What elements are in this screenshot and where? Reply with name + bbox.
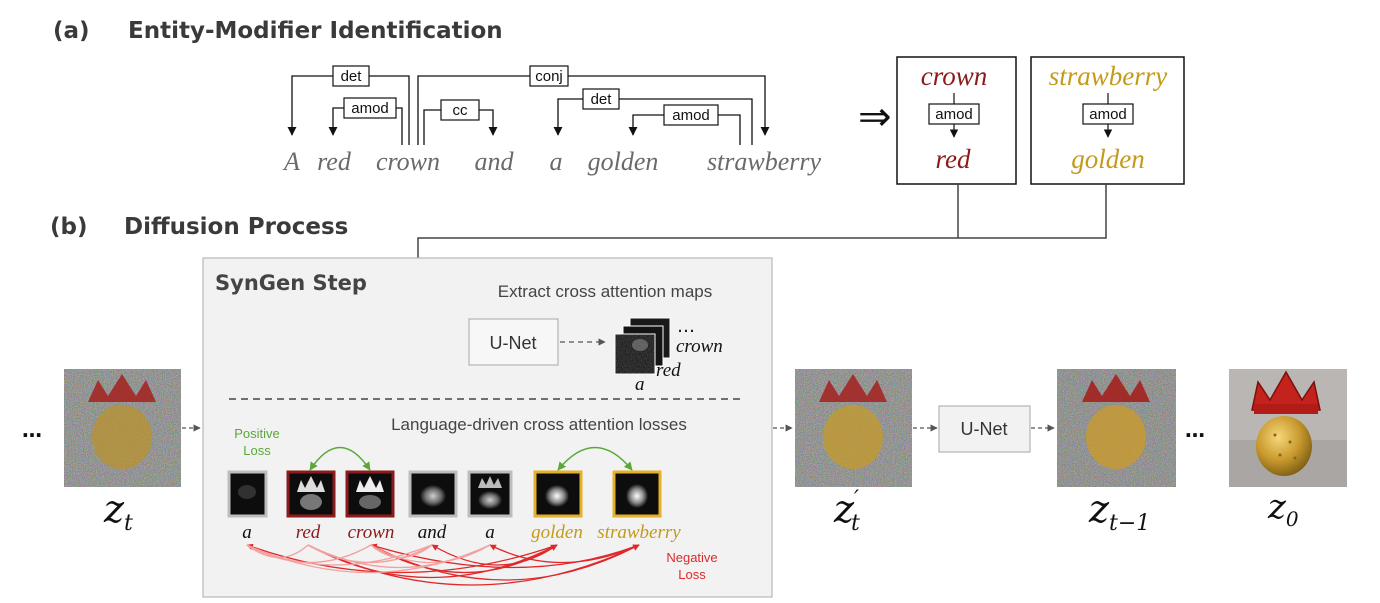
latent-image-zt: [64, 369, 181, 487]
attention-map-strawberry: [612, 470, 662, 518]
token-label: red: [296, 522, 321, 543]
attention-map-a2: [467, 470, 513, 518]
latent-label-zt-minus-1: zt−1: [1088, 487, 1150, 536]
attention-map-stack: [614, 317, 671, 375]
latent-image-zt-minus-1: [1057, 369, 1176, 487]
unet-box-inner: [468, 318, 559, 366]
section-b-label: (b): [50, 214, 88, 240]
latent-image-zt-prime: [795, 369, 912, 487]
section-b-title: Diffusion Process: [124, 214, 348, 240]
pair-box-strawberry: strawberry amod golden: [1030, 56, 1185, 185]
token-label: strawberry: [597, 522, 681, 543]
positive-loss-line2: Loss: [243, 443, 271, 458]
arc-label: det: [341, 68, 363, 85]
implies-arrow: ⇒: [858, 94, 892, 140]
attention-map-and: [408, 470, 458, 518]
unet-box-label: U-Net: [960, 419, 1007, 439]
section-a-title: Entity-Modifier Identification: [128, 18, 503, 44]
sentence-word: crown: [376, 147, 440, 176]
attention-map-crown: [345, 470, 395, 518]
arc-label: amod: [672, 107, 710, 124]
unet-box: [938, 405, 1031, 453]
pair-relation: amod: [935, 106, 973, 123]
arc-label: amod: [351, 100, 389, 117]
dependency-labels: det amod conj cc det amod: [332, 65, 719, 126]
extract-label: Extract cross attention maps: [498, 282, 712, 301]
sentence-word: and: [475, 147, 515, 176]
negative-loss-arrows: [246, 543, 640, 586]
section-a-label: (a): [53, 18, 90, 44]
stack-ellipsis: …: [677, 316, 695, 337]
unet-label: U-Net: [489, 333, 536, 353]
syngen-panel: [202, 257, 773, 598]
latent-label-zt-prime: z′t: [833, 487, 860, 536]
attention-map-red: [286, 470, 336, 518]
stack-label-red: red: [656, 360, 681, 381]
pipeline-ellipsis-right: …: [1185, 418, 1205, 442]
attention-map-a: [227, 470, 268, 518]
token-label: crown: [348, 522, 395, 543]
latent-label-zt: zt: [103, 487, 133, 536]
pair-modifier: golden: [1071, 144, 1145, 174]
sentence-word: strawberry: [707, 147, 822, 176]
arc-label: det: [591, 91, 613, 108]
sentence-word: red: [317, 147, 352, 176]
token-label: and: [418, 522, 447, 543]
sentence-word: golden: [588, 147, 659, 176]
syngen-title: SynGen Step: [215, 271, 367, 295]
final-image-z0: [1229, 369, 1347, 487]
latent-labels: zt z′t zt−1 z0: [103, 487, 1299, 536]
stack-label-crown: crown: [676, 336, 723, 357]
attention-maps: [227, 470, 662, 518]
arc-label: conj: [535, 68, 563, 85]
stack-label-a: a: [635, 374, 645, 395]
token-label: a: [242, 522, 252, 543]
pipeline-ellipsis-left: …: [22, 418, 42, 442]
pair-entity: crown: [921, 61, 988, 91]
pair-box-crown: crown amod red: [896, 56, 1017, 185]
sentence-word: a: [550, 147, 563, 176]
sentence-word: A: [282, 147, 300, 176]
token-label: golden: [531, 522, 583, 543]
negative-loss-line1: Negative: [666, 550, 717, 565]
sentence: A red crown and a golden strawberry: [282, 147, 821, 176]
attention-tokens: a red crown and a golden strawberry: [242, 522, 681, 543]
latent-label-z0: z0: [1267, 487, 1299, 531]
pair-entity: strawberry: [1049, 61, 1168, 91]
arc-label: cc: [453, 102, 469, 119]
pair-modifier: red: [936, 144, 971, 174]
losses-label: Language-driven cross attention losses: [391, 415, 687, 434]
positive-loss-line1: Positive: [234, 426, 280, 441]
attention-map-golden: [533, 470, 583, 518]
pair-relation: amod: [1089, 106, 1127, 123]
token-label: a: [485, 522, 495, 543]
positive-loss-arrows: [309, 446, 633, 471]
negative-loss-line2: Loss: [678, 567, 706, 582]
